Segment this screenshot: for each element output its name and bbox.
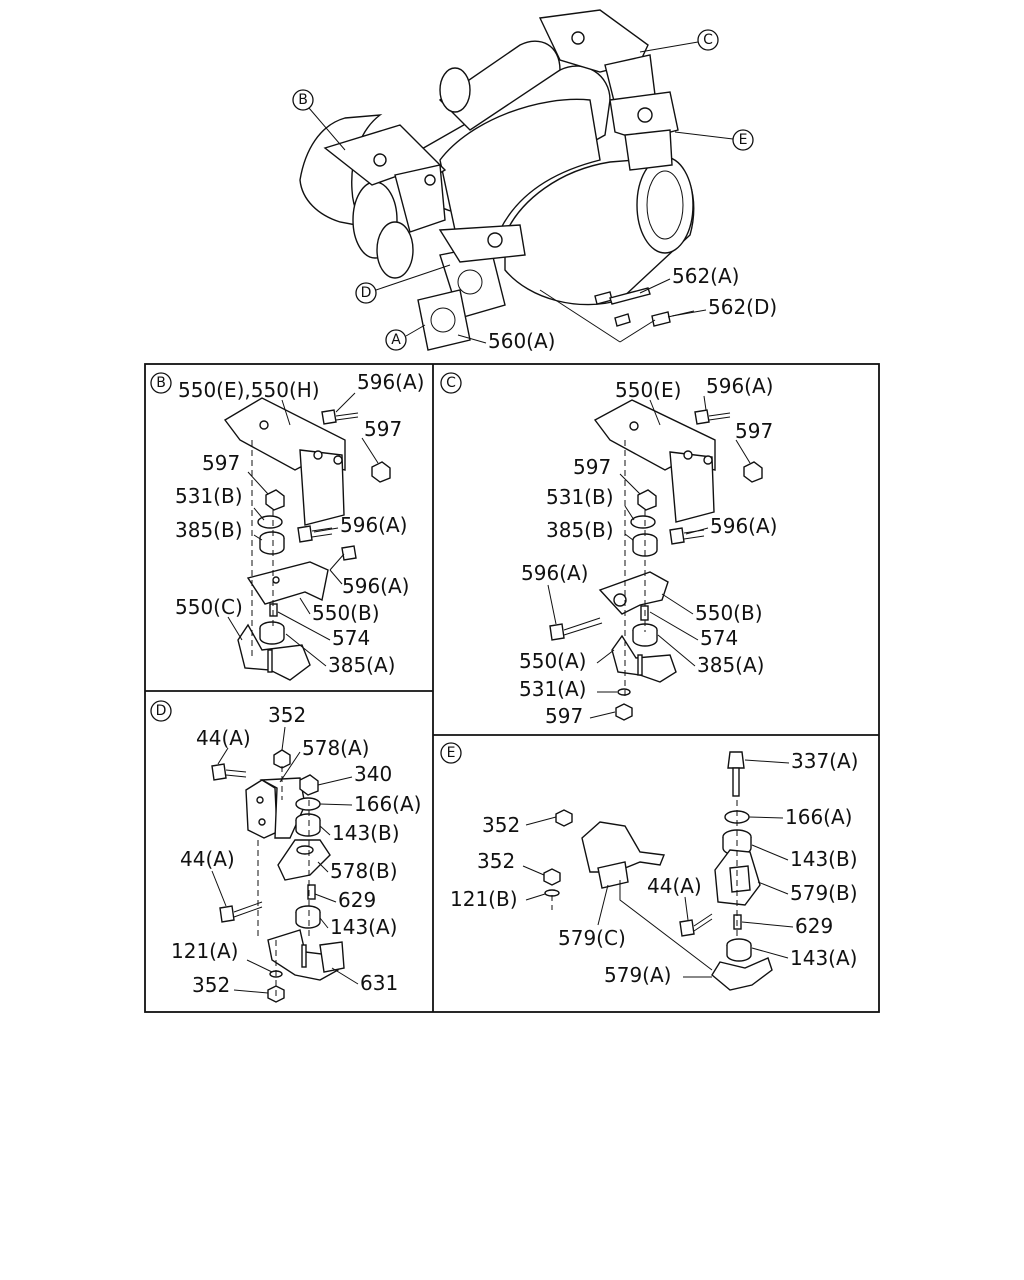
panel-e-tag: E (447, 745, 456, 761)
label-385b: 385(B) (546, 518, 614, 542)
label-166a: 166(A) (785, 805, 852, 829)
label-579c: 579(C) (558, 926, 626, 950)
label-574: 574 (332, 626, 370, 650)
label-121a: 121(A) (171, 939, 238, 963)
label-143a: 143(A) (790, 946, 857, 970)
label-121b: 121(B) (450, 887, 518, 911)
label-560a: 560(A) (488, 329, 555, 353)
label-44a-low: 44(A) (180, 847, 235, 871)
label-629: 629 (795, 914, 833, 938)
svg-text:C: C (703, 32, 713, 48)
label-550b: 550(B) (695, 601, 763, 625)
label-531b: 531(B) (546, 485, 614, 509)
label-143b: 143(B) (790, 847, 858, 871)
label-596a-mid: 596(A) (710, 514, 777, 538)
label-166a: 166(A) (354, 792, 421, 816)
label-143a: 143(A) (330, 915, 397, 939)
label-596a-left: 596(A) (521, 561, 588, 585)
svg-text:D: D (361, 285, 372, 301)
label-44a: 44(A) (647, 874, 702, 898)
label-578a: 578(A) (302, 736, 369, 760)
label-629: 629 (338, 888, 376, 912)
label-578b: 578(B) (330, 859, 398, 883)
label-579b: 579(B) (790, 881, 858, 905)
panel-grid (144, 363, 880, 1013)
svg-text:E: E (739, 132, 748, 148)
panel-d: D (150, 700, 421, 1003)
label-143b: 143(B) (332, 821, 400, 845)
label-550a: 550(A) (519, 649, 586, 673)
label-597-left: 597 (573, 455, 611, 479)
label-550e: 550(E) (615, 378, 681, 402)
label-579a: 579(A) (604, 963, 671, 987)
label-44a-top: 44(A) (196, 726, 251, 750)
panel-c-tag: C (446, 375, 456, 391)
callout-c: C (639, 29, 719, 53)
panel-c: C 550(E) 596(A) 597 597 (440, 372, 777, 728)
panel-b-tag: B (156, 375, 166, 391)
exhaust-assembly-overview (299, 9, 695, 351)
label-352-top: 352 (482, 813, 520, 837)
callout-d: D (355, 264, 451, 304)
label-385b: 385(B) (175, 518, 243, 542)
label-385a: 385(A) (328, 653, 395, 677)
label-352-mid: 352 (477, 849, 515, 873)
label-550c: 550(C) (175, 595, 243, 619)
label-597-right: 597 (735, 419, 773, 443)
label-550e-550h: 550(E),550(H) (178, 378, 320, 402)
label-340: 340 (354, 762, 392, 786)
panel-b: B 550( (150, 370, 424, 681)
svg-text:A: A (391, 332, 401, 348)
panel-d-tag: D (156, 703, 167, 719)
label-352-bottom: 352 (192, 973, 230, 997)
label-562d: 562(D) (708, 295, 777, 319)
label-337a: 337(A) (791, 749, 858, 773)
callout-e: E (674, 129, 754, 151)
label-574: 574 (700, 626, 738, 650)
overview-labels: 562(A) 562(D) 560(A) (457, 264, 777, 353)
label-596a-top: 596(A) (357, 370, 424, 394)
label-531a: 531(A) (519, 677, 586, 701)
label-597-right: 597 (364, 417, 402, 441)
label-352-top: 352 (268, 703, 306, 727)
label-385a: 385(A) (697, 653, 764, 677)
label-631: 631 (360, 971, 398, 995)
label-550b: 550(B) (312, 601, 380, 625)
label-562a: 562(A) (672, 264, 739, 288)
panel-e: E 337(A) 352 166(A (440, 742, 858, 991)
label-596a-low: 596(A) (342, 574, 409, 598)
label-596a-top: 596(A) (706, 374, 773, 398)
svg-text:B: B (298, 92, 308, 108)
label-597-left: 597 (202, 451, 240, 475)
label-596a-mid: 596(A) (340, 513, 407, 537)
label-531b: 531(B) (175, 484, 243, 508)
callout-b: B (292, 89, 346, 151)
label-597-bottom: 597 (545, 704, 583, 728)
callout-a: A (385, 324, 426, 351)
